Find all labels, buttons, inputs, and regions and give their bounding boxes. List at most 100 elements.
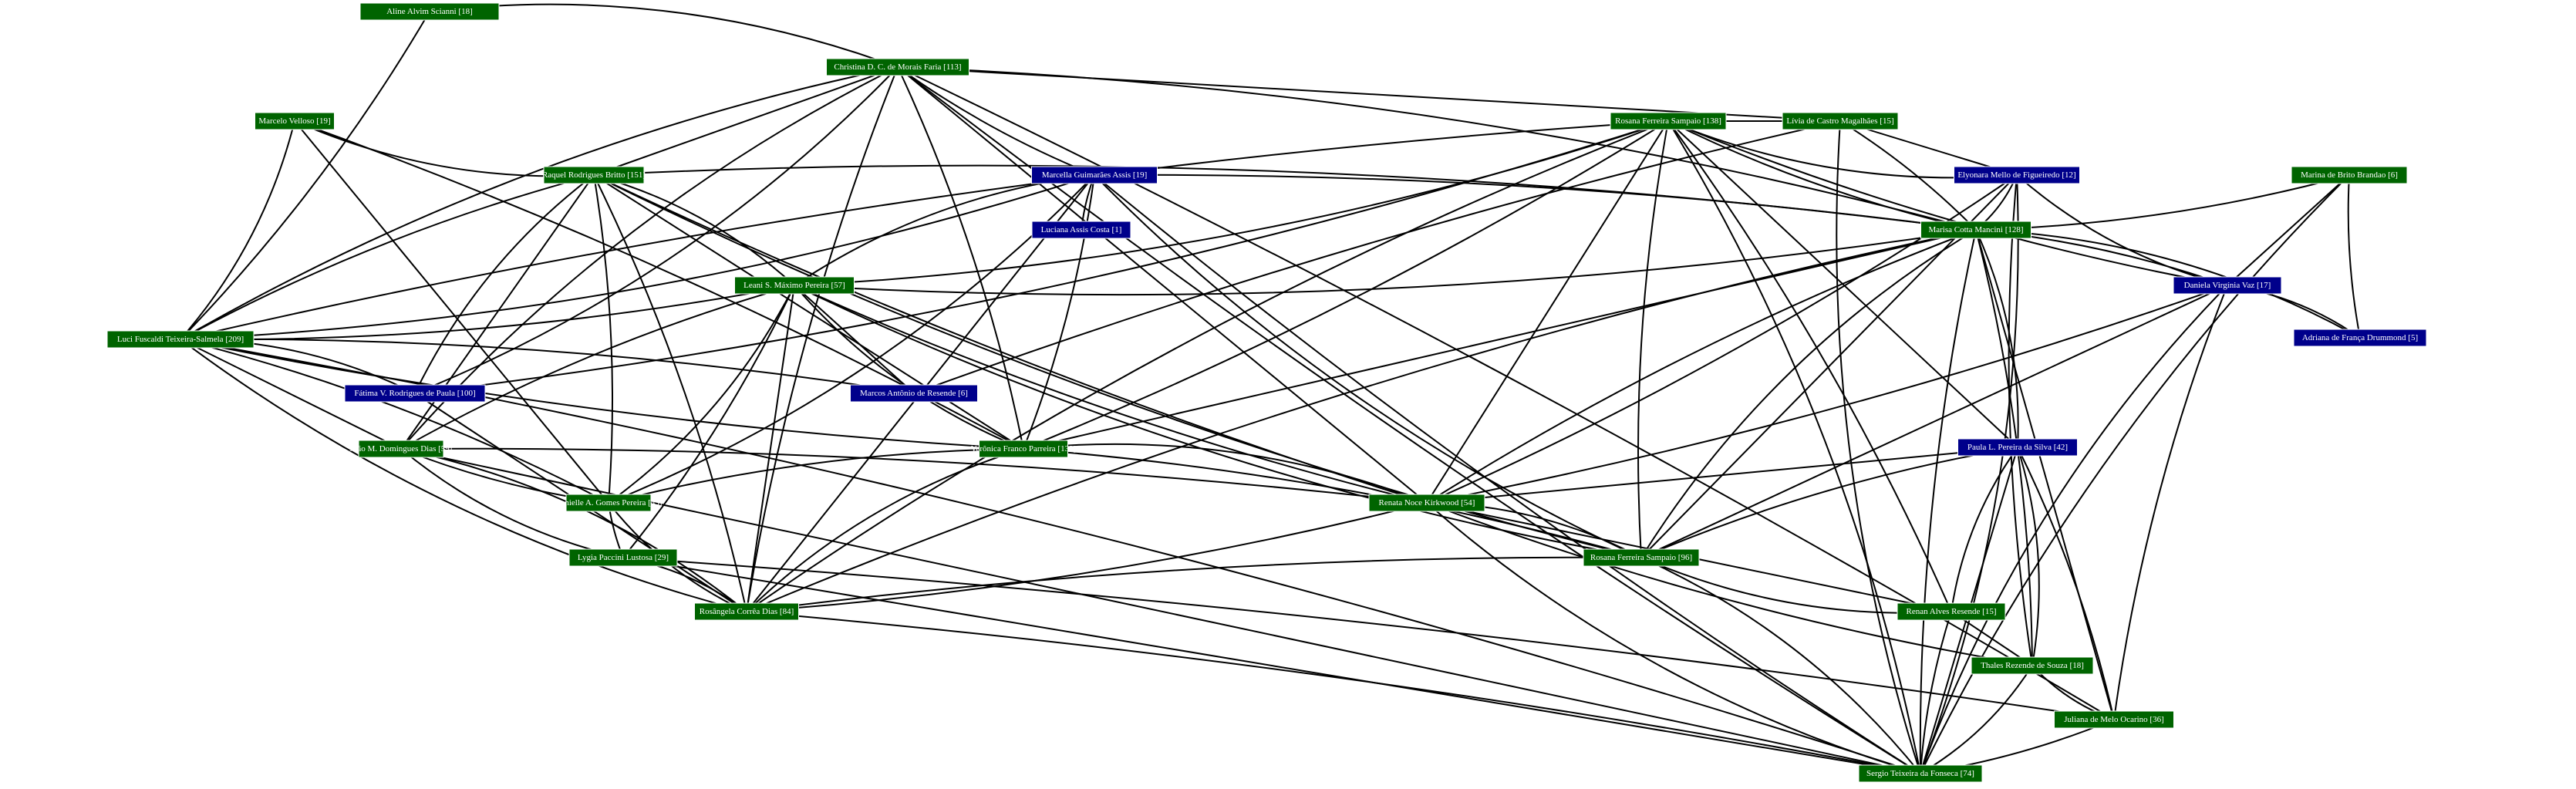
edge-leani-rosangela <box>746 285 795 612</box>
node-box[interactable] <box>1583 548 1700 567</box>
node-box[interactable] <box>344 384 486 403</box>
edge-marisa-renata <box>1426 229 1977 504</box>
node-box[interactable] <box>694 602 799 621</box>
edge-paula-renan <box>1951 447 2018 612</box>
node-box[interactable] <box>1971 656 2094 675</box>
edge-marisa-juliana <box>1975 229 2115 720</box>
edge-joao-renata <box>400 447 1428 504</box>
node-box[interactable] <box>106 330 255 349</box>
edge-rosana138-veronica <box>1023 120 1669 450</box>
node-box[interactable] <box>565 494 652 512</box>
node-label: Christina D. C. de Morais Faria [113] <box>834 62 961 72</box>
node-label: Adriana de França Drummond [5] <box>2302 333 2418 342</box>
edge-leani-joao <box>400 285 795 450</box>
edge-veronica-renata <box>1023 443 1428 504</box>
node-christina[interactable]: Christina D. C. de Morais Faria [113] <box>826 58 969 76</box>
edge-marisa-sergio <box>1919 229 1977 774</box>
node-sergio[interactable]: Sergio Teixeira da Fonseca [74] <box>1858 764 1983 783</box>
node-marisa[interactable]: Marisa Cotta Mancini [128] <box>1920 221 2031 239</box>
node-elyonara[interactable]: Elyonara Mello de Figueiredo [12] <box>1954 166 2080 184</box>
node-adriana[interactable]: Adriana de França Drummond [5] <box>2293 329 2427 347</box>
node-marcella[interactable]: Marcella Guimarães Assis [19] <box>1031 166 1158 184</box>
node-leani[interactable]: Leani S. Máximo Pereira [57] <box>734 276 855 295</box>
edge-leani-renata <box>794 285 1428 504</box>
edge-leani-danielle <box>608 285 795 504</box>
node-rosana96[interactable]: Rosana Ferreira Sampaio [96] <box>1583 548 1700 567</box>
node-marcelo[interactable]: Marcelo Velloso [19] <box>255 112 335 130</box>
edge-rosana138-marisa <box>1667 120 1977 231</box>
node-box[interactable] <box>1957 438 2078 457</box>
node-daniela[interactable]: Daniela Virgínia Vaz [17] <box>2173 276 2282 295</box>
edge-raquel-luci <box>180 174 595 340</box>
node-box[interactable] <box>359 2 500 21</box>
edge-marisa-adriana <box>1975 229 2361 339</box>
node-fatima[interactable]: Fátima V. Rodrigues de Paula [100] <box>344 384 486 403</box>
node-box[interactable] <box>2173 276 2282 295</box>
edge-christina-luci <box>180 66 899 340</box>
node-box[interactable] <box>1954 166 2080 184</box>
edge-luci-danielle <box>180 339 609 504</box>
edge-luci-marcos <box>180 338 915 394</box>
edge-marisa-rosana96 <box>1640 229 1977 558</box>
edge-christina-fatima <box>414 66 899 394</box>
edge-livia-sergio <box>1836 120 1921 774</box>
node-box[interactable] <box>1920 221 2031 239</box>
node-renan[interactable]: Renan Alves Resende [15] <box>1897 602 2006 621</box>
node-raquel[interactable]: Raquel Rodrigues Britto [151] <box>542 166 646 184</box>
node-box[interactable] <box>358 440 444 458</box>
node-rosangela[interactable]: Rosângela Corrêa Dias [84] <box>694 602 799 621</box>
node-box[interactable] <box>826 58 969 76</box>
node-box[interactable] <box>568 548 678 567</box>
node-label: Marina de Brito Brandao [6] <box>2301 170 2398 180</box>
node-box[interactable] <box>1782 112 1899 130</box>
node-box[interactable] <box>1031 166 1158 184</box>
edge-paula-juliana <box>2017 447 2115 720</box>
edge-christina-marisa <box>897 66 1977 231</box>
edge-luci-rosangela <box>180 339 747 612</box>
edge-raquel-rosana96 <box>593 174 1642 558</box>
node-luci[interactable]: Luci Fuscaldi Teixeira-Salmela [209] <box>106 330 255 349</box>
node-rosana138[interactable]: Rosana Ferreira Sampaio [138] <box>1610 112 1727 130</box>
node-marcos[interactable]: Marcos Antônio de Resende [6] <box>850 384 978 403</box>
node-box[interactable] <box>255 112 335 130</box>
edge-christina-joao <box>400 66 899 450</box>
edge-lygia-sergio <box>622 557 1921 774</box>
node-paula[interactable]: Paula L. Pereira da Silva [42] <box>1957 438 2078 457</box>
node-box[interactable] <box>2293 329 2427 347</box>
edge-rosana138-rosangela <box>746 120 1669 612</box>
node-juliana[interactable]: Juliana de Melo Ocarino [36] <box>2054 710 2174 729</box>
node-renata[interactable]: Renata Noce Kirkwood [54] <box>1368 494 1485 512</box>
node-marina[interactable]: Marina de Brito Brandao [6] <box>2291 166 2408 184</box>
node-box[interactable] <box>734 276 855 295</box>
node-box[interactable] <box>1610 112 1727 130</box>
node-box[interactable] <box>1897 602 2006 621</box>
edge-lygia-juliana <box>622 557 2115 720</box>
edge-marisa-rosangela <box>746 229 1977 612</box>
edge-christina-raquel <box>593 66 899 176</box>
node-danielle[interactable]: Danielle A. Gomes Pereira [45] <box>555 494 663 512</box>
node-label: Verônica Franco Parreira [132] <box>971 444 1077 454</box>
edge-renata-sergio <box>1426 502 1921 774</box>
edge-marcella-veronica <box>1023 174 1095 450</box>
node-box[interactable] <box>979 440 1068 458</box>
node-luciana[interactable]: Luciana Assis Costa [1] <box>1031 221 1131 239</box>
edge-renan-sergio <box>1920 611 1952 774</box>
edge-rosana138-daniela <box>1667 120 2228 286</box>
node-box[interactable] <box>543 166 645 184</box>
node-label: Juliana de Melo Ocarino [36] <box>2064 715 2164 724</box>
node-veronica[interactable]: Verônica Franco Parreira [132] <box>971 440 1077 458</box>
node-box[interactable] <box>2291 166 2408 184</box>
node-box[interactable] <box>1858 764 1983 783</box>
node-box[interactable] <box>1031 221 1131 239</box>
node-label: Thales Rezende de Souza [18] <box>1981 661 2084 670</box>
node-thales[interactable]: Thales Rezende de Souza [18] <box>1971 656 2094 675</box>
node-joao[interactable]: João M. Domingues Dias [59] <box>350 440 453 458</box>
node-lygia[interactable]: Lygia Paccini Lustosa [29] <box>568 548 678 567</box>
node-box[interactable] <box>2054 710 2174 729</box>
node-box[interactable] <box>850 384 978 403</box>
node-aline[interactable]: Aline Alvim Scianni [18] <box>359 2 500 21</box>
node-box[interactable] <box>1368 494 1485 512</box>
edge-marcella-luci <box>180 174 1095 340</box>
node-livia[interactable]: Lívia de Castro Magalhães [15] <box>1782 112 1899 130</box>
